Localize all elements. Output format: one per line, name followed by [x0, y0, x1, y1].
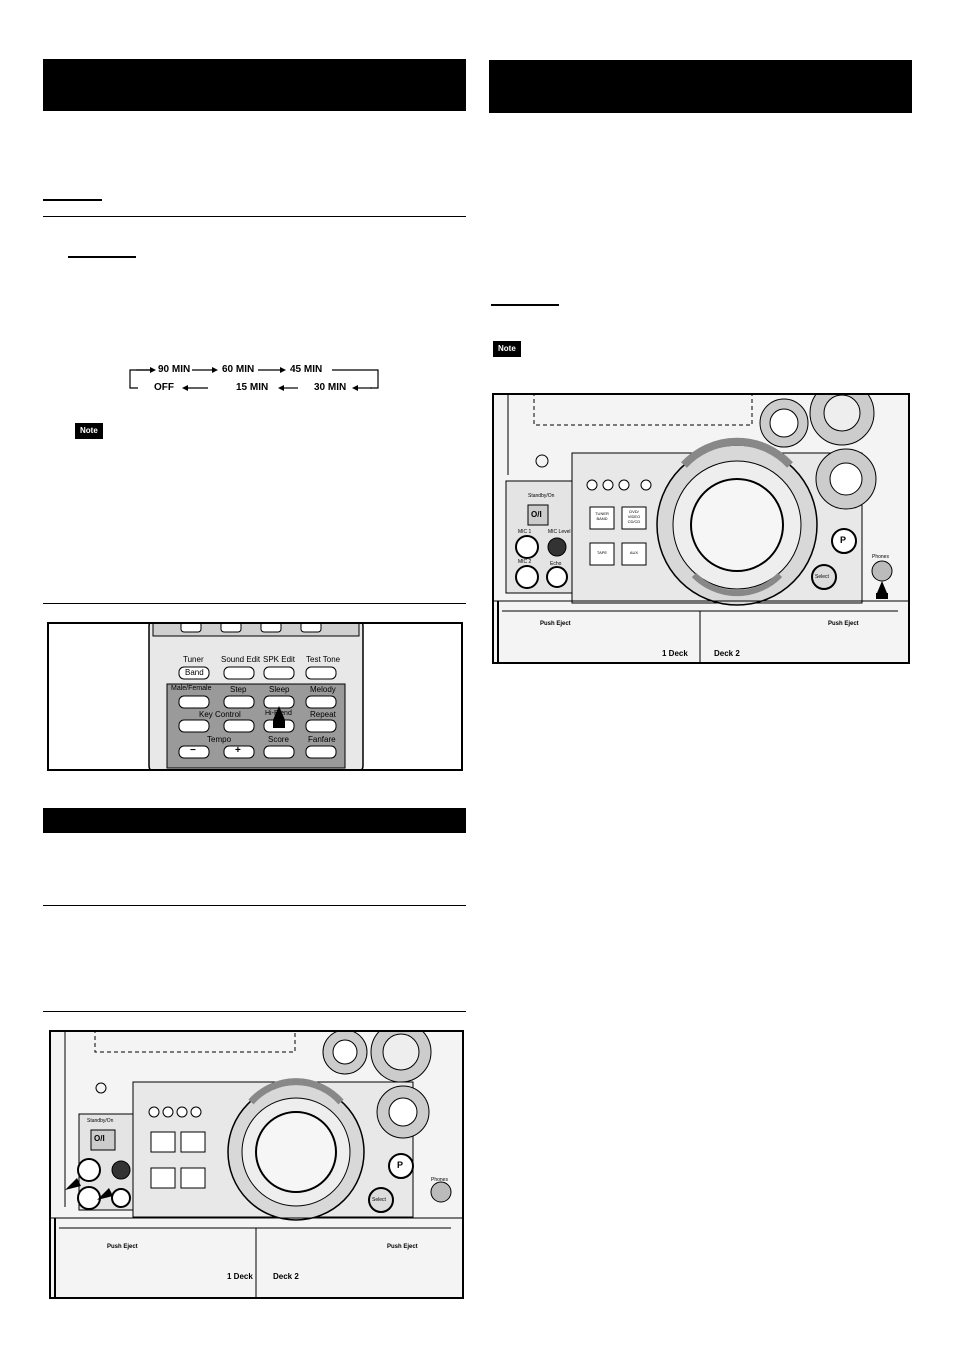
fp2-btn-aux: AUX	[629, 550, 639, 555]
remote-label-test-tone: Test Tone	[306, 655, 341, 664]
fp1-deck1: 1 Deck	[227, 1272, 253, 1281]
remote-drawing	[148, 624, 364, 769]
fp2-tape-eject-left: Push Eject	[540, 621, 571, 627]
fp1-power-symbol: O/I	[94, 1134, 105, 1143]
fp1-tape-eject-left: Push Eject	[107, 1244, 138, 1250]
fp2-btn-dvd: DVD/ VIDEO CD/CD	[627, 509, 641, 524]
front-panel-drawing	[494, 395, 908, 662]
fp1-phones: Phones	[431, 1177, 448, 1183]
front-panel-phones-illustration: Standby/On O/I MIC 1 MIC Level MIC 2 Ech…	[492, 393, 910, 664]
fp2-btn-tape: TAPE	[596, 550, 608, 555]
section-banner-mic	[43, 808, 466, 833]
fp2-mic1: MIC 1	[518, 529, 532, 535]
remote-label-melody: Melody	[310, 685, 336, 694]
remote-illustration: Tuner Band Sound Edit SPK Edit Test Tone…	[47, 622, 463, 771]
remote-label-tempo: Tempo	[207, 735, 232, 744]
fp2-deck1: 1 Deck	[662, 649, 688, 658]
remote-label-sleep: Sleep	[269, 685, 290, 694]
heading-underline	[491, 304, 559, 306]
remote-label-key-control: Key Control	[199, 710, 241, 719]
divider	[43, 905, 466, 906]
fp1-standby: Standby/On	[87, 1118, 114, 1124]
fp2-tape-eject-right: Push Eject	[828, 621, 859, 627]
note-badge: Note	[493, 341, 521, 357]
cycle-45: 45 MIN	[290, 364, 323, 375]
fp2-p-button: P	[840, 535, 847, 545]
cycle-60: 60 MIN	[222, 364, 255, 375]
divider	[43, 216, 466, 217]
subheading-underline	[68, 256, 136, 258]
remote-label-male-female: Male/Female	[171, 685, 212, 692]
remote-label-step: Step	[230, 685, 247, 694]
divider	[43, 603, 466, 604]
section-banner-phones	[489, 60, 912, 113]
fp2-phones: Phones	[872, 554, 889, 560]
remote-label-plus: +	[235, 745, 241, 756]
fp2-standby: Standby/On	[528, 493, 555, 499]
remote-label-score: Score	[268, 735, 289, 744]
fp2-power-symbol: O/I	[531, 510, 542, 519]
front-panel-drawing	[51, 1032, 462, 1297]
remote-label-tuner: Tuner	[183, 655, 204, 664]
fp2-select: Select	[815, 574, 829, 580]
fp2-deck2: Deck 2	[714, 649, 740, 658]
cycle-arrows	[129, 367, 379, 391]
remote-label-spk-edit: SPK Edit	[263, 655, 296, 664]
fp2-mic2: MIC 2	[518, 559, 532, 565]
remote-label-minus: −	[190, 745, 196, 756]
remote-label-sound-edit: Sound Edit	[221, 655, 261, 664]
fp1-deck2: Deck 2	[273, 1272, 299, 1281]
cycle-30: 30 MIN	[314, 382, 347, 393]
remote-label-hi-blend: Hi-Blend	[265, 710, 292, 717]
fp1-select: Select	[372, 1197, 386, 1203]
remote-label-fanfare: Fanfare	[308, 735, 336, 744]
fp1-tape-eject-right: Push Eject	[387, 1244, 418, 1250]
cycle-off: OFF	[154, 382, 174, 393]
fp2-echo: Echo	[550, 561, 562, 567]
fp2-btn-tuner: TUNER BAND	[595, 511, 609, 521]
remote-label-repeat: Repeat	[310, 710, 336, 719]
remote-label-band: Band	[185, 668, 204, 677]
divider	[43, 1011, 466, 1012]
sleep-cycle-diagram: 90 MIN 60 MIN 45 MIN OFF 15 MIN 30 MIN	[128, 364, 383, 394]
front-panel-mic-illustration: Standby/On O/I Push Eject Push Eject 1 D…	[49, 1030, 464, 1299]
heading-underline	[43, 199, 102, 201]
note-badge: Note	[75, 423, 103, 439]
cycle-90: 90 MIN	[158, 364, 191, 375]
cycle-15: 15 MIN	[236, 382, 269, 393]
fp1-p-button: P	[397, 1160, 404, 1170]
section-banner-sleep	[43, 59, 466, 111]
fp2-mic-level: MIC Level	[548, 529, 571, 535]
